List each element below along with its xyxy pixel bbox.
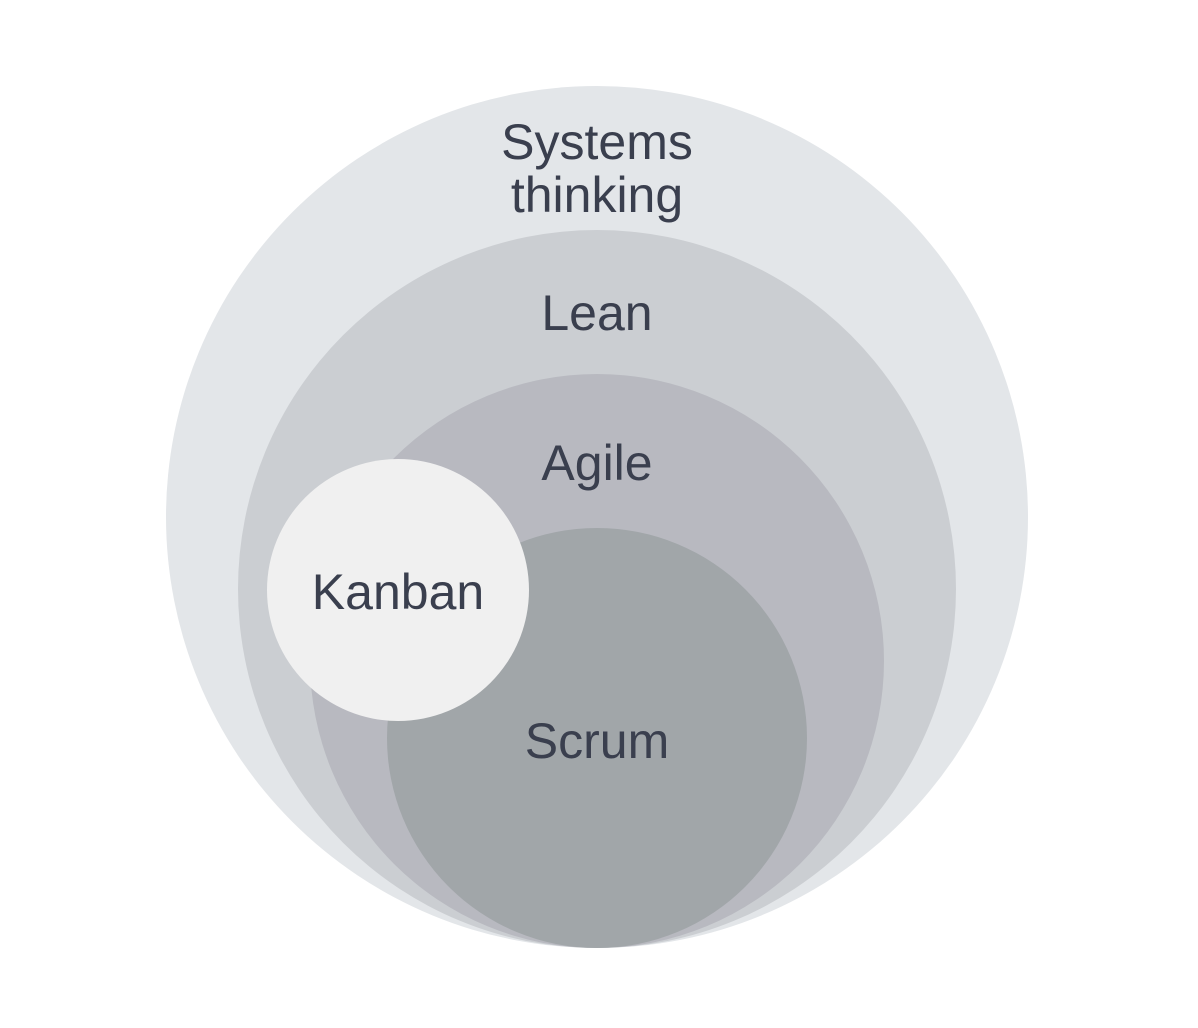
kanban-circle — [267, 459, 529, 721]
scrum-label: Scrum — [525, 713, 669, 769]
systems-thinking-label-line2: thinking — [511, 167, 683, 223]
kanban-label: Kanban — [312, 564, 484, 620]
systems-thinking-label-line1: Systems — [501, 114, 693, 170]
agile-label: Agile — [541, 435, 652, 491]
lean-label: Lean — [541, 285, 652, 341]
